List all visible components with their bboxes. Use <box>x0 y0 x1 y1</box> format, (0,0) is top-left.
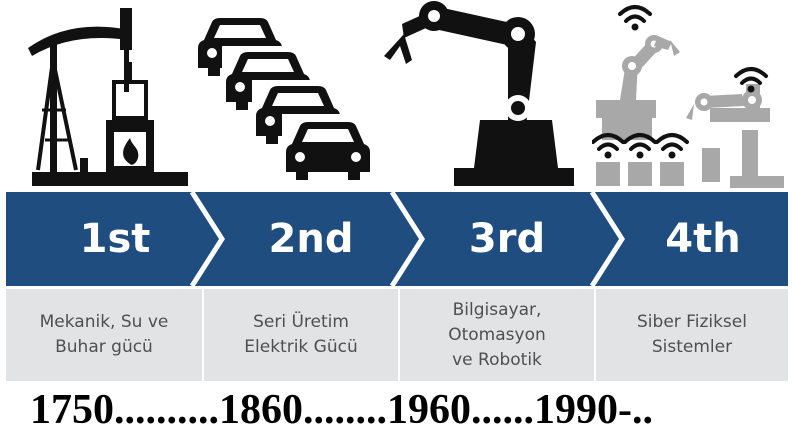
stage-description-4th: Siber Fiziksel Sistemler <box>596 289 788 381</box>
stage-chevron-3 <box>392 192 622 286</box>
stage-chevron-2 <box>192 192 422 286</box>
stage-banner <box>6 192 788 286</box>
stage-label-1st: 1st <box>79 216 151 262</box>
stage-label-2nd: 2nd <box>268 216 354 262</box>
stage-description-2nd: Seri Üretim Elektrik Gücü <box>204 289 398 381</box>
stage-description-1st: Mekanik, Su ve Buhar gücü <box>6 289 202 381</box>
stage-label-4th: 4th <box>665 216 741 262</box>
robotic-arm-icon <box>384 1 574 186</box>
stage-description-text: Siber Fiziksel Sistemler <box>637 312 747 357</box>
stage-label-3rd: 3rd <box>468 216 546 262</box>
timeline-years: 1750..........1860........1960......1990… <box>30 387 653 433</box>
assembly-line-cars-icon <box>198 18 374 184</box>
stage-chevron-4 <box>592 192 788 286</box>
oil-pump-steam-engine-icon <box>28 8 188 186</box>
stage-description-3rd: Bilgisayar, Otomasyon ve Robotik <box>400 289 594 381</box>
connected-robots-wifi-icon <box>592 5 784 188</box>
stage-description-text: Seri Üretim Elektrik Gücü <box>244 312 358 357</box>
stage-description-text: Bilgisayar, Otomasyon ve Robotik <box>448 299 546 370</box>
stage-chevron-1 <box>6 192 222 286</box>
icon-row <box>0 0 792 192</box>
stage-description-text: Mekanik, Su ve Buhar gücü <box>39 312 169 357</box>
